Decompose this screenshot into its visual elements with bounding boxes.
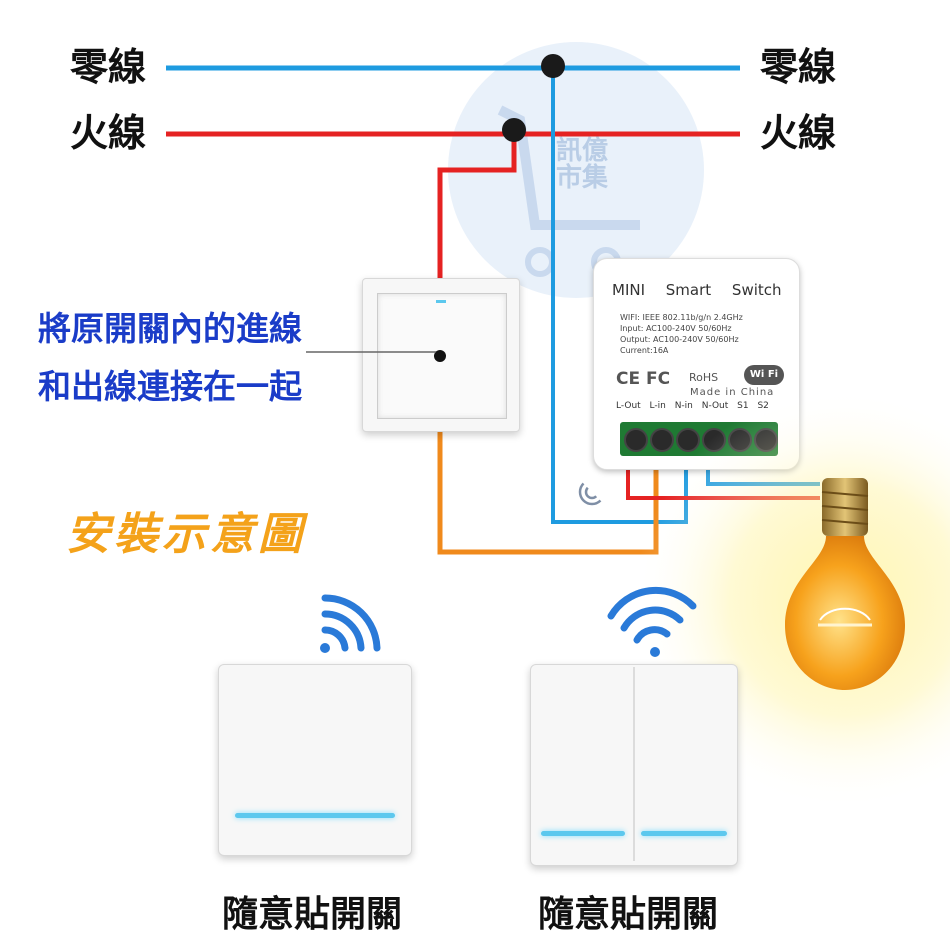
wifi-logo: Wi Fi: [744, 365, 784, 385]
connection-dot-icon: [502, 118, 526, 142]
pin-labels: L-Out L-in N-in N-Out S1 S2: [616, 401, 769, 411]
wall-switch-rocker: [377, 293, 507, 419]
caption-right: 隨意貼開關: [538, 894, 719, 935]
remote-switch-led: [541, 831, 625, 836]
live-label-left: 火線: [70, 111, 147, 155]
module-spec-current: Current:16A: [620, 346, 669, 355]
install-note-line1: 將原開關內的進線: [38, 309, 302, 348]
live-drop: [437, 134, 517, 285]
module-spec-wifi: WIFI: IEEE 802.11b/g/n 2.4GHz: [620, 313, 743, 322]
module-spec-input: Input: AC100-240V 50/60Hz: [620, 324, 732, 333]
connection-dot-icon: [541, 54, 565, 78]
switch-divider: [633, 667, 635, 861]
made-in-label: Made in China: [690, 387, 775, 398]
remote-switch-led: [235, 813, 395, 818]
module-spec-output: Output: AC100-240V 50/60Hz: [620, 335, 739, 344]
rohs-mark: RoHS: [689, 371, 719, 384]
terminal-screw: [676, 428, 700, 452]
connection-dot-icon: [434, 350, 446, 362]
wall-switch-indicator: [436, 300, 446, 303]
remote-switch-single[interactable]: [218, 664, 412, 856]
terminal-screw: [624, 428, 648, 452]
neutral-label-left: 零線: [70, 45, 147, 89]
caption-left: 隨意貼開關: [222, 894, 403, 935]
terminal-screw: [650, 428, 674, 452]
certification-marks: CE FC: [616, 369, 671, 389]
watermark-text: 訊億市集: [556, 136, 609, 194]
remote-switch-led: [641, 831, 727, 836]
remote-switch-double[interactable]: [530, 664, 738, 866]
wall-switch: [362, 278, 520, 432]
diagram-title: 安裝示意圖: [66, 509, 306, 560]
module-header: MINI Smart Switch: [612, 281, 782, 299]
live-label-right: 火線: [760, 111, 837, 155]
neutral-label-right: 零線: [760, 45, 837, 89]
install-note-line2: 和出線連接在一起: [38, 367, 302, 406]
